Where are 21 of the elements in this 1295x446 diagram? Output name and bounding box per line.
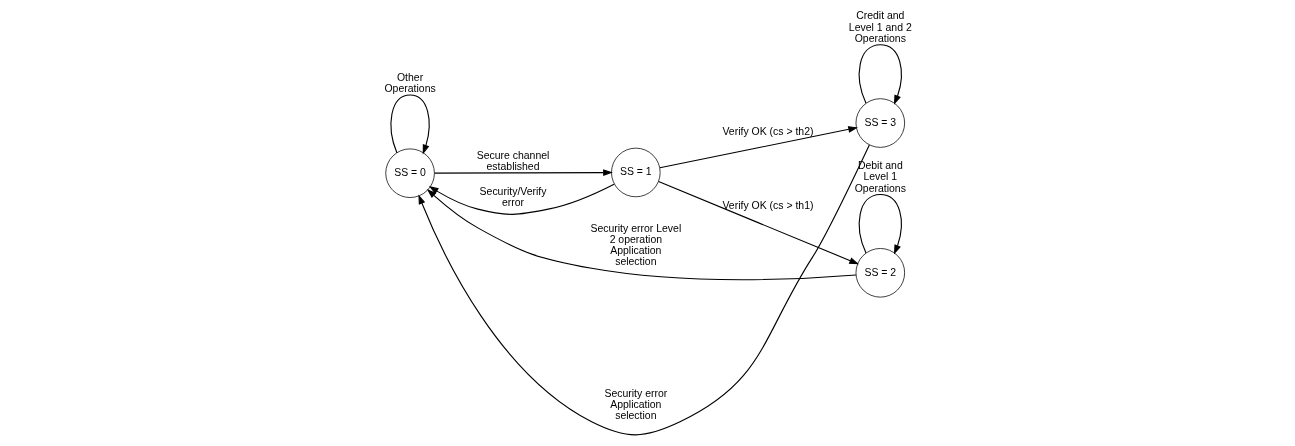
arrow — [658, 126, 858, 169]
arrow — [428, 183, 615, 215]
edge-label: Verify OK (cs > th1) — [721, 199, 814, 211]
edge-label: Security error Application selection — [603, 387, 667, 421]
arrow — [433, 169, 613, 176]
edge-label: Security/Verify error — [479, 186, 546, 209]
edge-label: Other Operations — [383, 71, 436, 95]
edge-label: Debit and Level 1 Operations — [854, 160, 906, 194]
arrow — [858, 194, 902, 255]
arrow — [389, 94, 430, 155]
node-circle: SS = 2 — [855, 248, 905, 298]
arrow — [417, 144, 870, 436]
arrow — [858, 44, 902, 105]
edge-label: Secure channel established — [476, 150, 549, 173]
arrow — [426, 188, 857, 281]
node-circle: SS = 3 — [855, 98, 905, 148]
edge-label: Verify OK (cs > th2) — [721, 126, 814, 138]
edge-label: Security error Level 2 operation Application selection — [589, 222, 681, 268]
node-circle: SS = 1 — [610, 147, 661, 198]
edge-label: Credit and Level 1 and 2 Operations — [848, 10, 912, 44]
arrow — [657, 181, 859, 265]
